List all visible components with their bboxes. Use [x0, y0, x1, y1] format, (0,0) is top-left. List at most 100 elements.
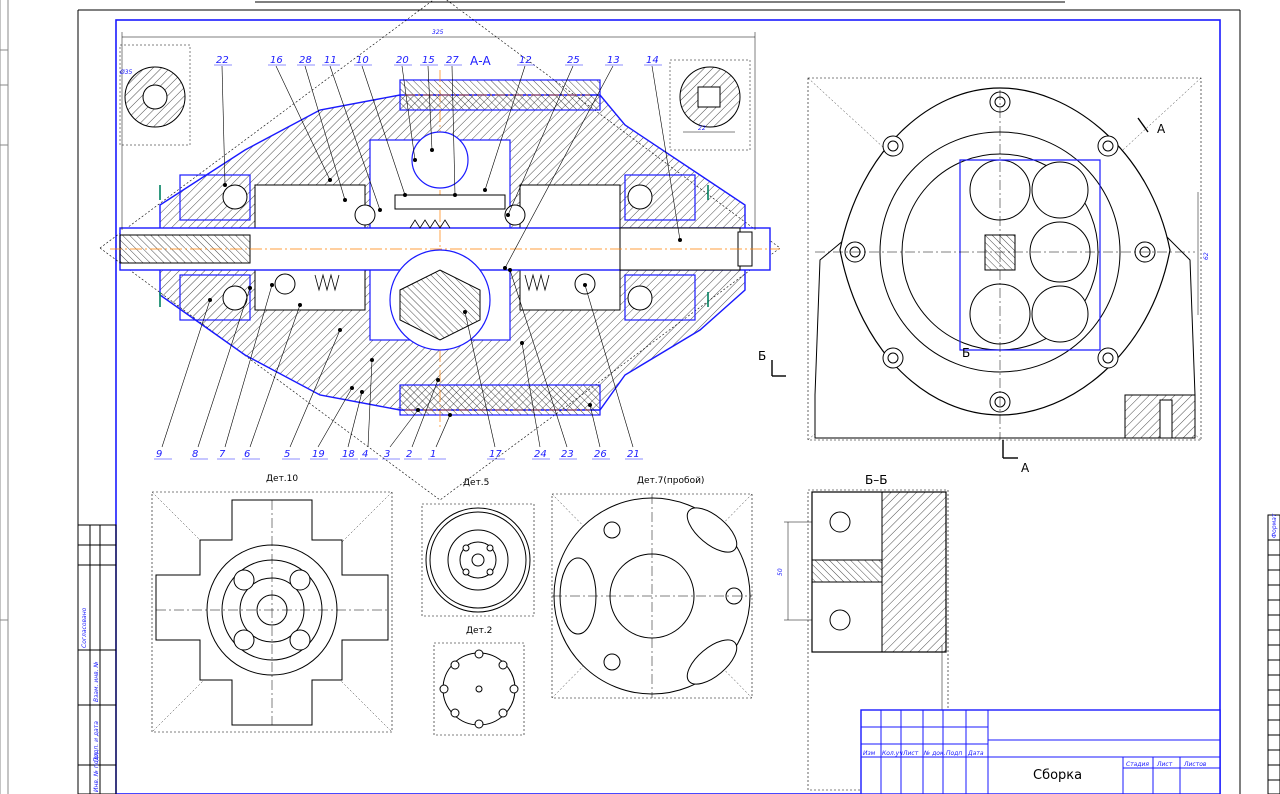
part-number-label: 24 — [534, 449, 547, 460]
leader-line — [289, 329, 341, 448]
leader-line — [161, 299, 211, 448]
part-number-label: 14 — [646, 55, 659, 66]
leader-dot — [370, 358, 374, 362]
leader-dot — [678, 238, 682, 242]
leader-dot — [270, 283, 274, 287]
part-number-label: 13 — [607, 55, 620, 66]
leader-line — [224, 284, 273, 448]
hole-diameter-dim: Ø35 — [119, 69, 133, 76]
det10-title: Дет.10 — [266, 474, 298, 484]
leader-dot — [416, 408, 420, 412]
tb-col-sign: Подп — [946, 750, 962, 757]
leader-dot — [508, 268, 512, 272]
part-number-label: 2 — [406, 449, 412, 460]
part-number-label: 18 — [342, 449, 355, 460]
sheet-frame — [0, 0, 1241, 794]
leader-line — [584, 284, 634, 448]
tb-sheet-header: Лист — [1156, 761, 1173, 768]
part-number-label: 1 — [430, 449, 436, 460]
strip-replaced-inv: Взам. инв. № — [93, 661, 100, 702]
detail-2-view: Дет.2 — [433, 626, 525, 736]
leader-dot — [248, 286, 252, 290]
leader-line — [411, 379, 439, 448]
det5-title: Дет.5 — [463, 478, 489, 488]
leader-line — [521, 342, 541, 448]
part-number-label: 16 — [270, 55, 283, 66]
leader-line — [484, 65, 526, 191]
key-width-dim: 22 — [698, 125, 706, 132]
section-aa-view: 325 А-А Ø35 22 — [99, 0, 781, 501]
part-number-label: 11 — [324, 55, 337, 66]
leader-dot — [378, 208, 382, 212]
end-view: 62 А А Б Б — [758, 77, 1210, 475]
tb-col-date: Дата — [967, 750, 984, 757]
strip-inv-no: Инв. № подл. — [93, 751, 100, 792]
leader-line — [427, 65, 433, 151]
leader-line — [317, 387, 353, 448]
leader-line — [329, 65, 381, 211]
leader-dot — [430, 148, 434, 152]
leader-dot — [298, 303, 302, 307]
detail-5-view: Дет.5 — [421, 478, 535, 617]
part-number-label: 19 — [312, 449, 325, 460]
left-stamp-strip: Согласовано Взам. инв. № Подп. и дата Ин… — [77, 524, 117, 794]
leader-line — [504, 65, 614, 269]
part-number-label: 10 — [356, 55, 369, 66]
leader-dot — [453, 193, 457, 197]
leader-dot — [208, 298, 212, 302]
det2-title: Дет.2 — [466, 626, 492, 636]
section-aa-title: А-А — [470, 54, 492, 68]
part-number-label: 22 — [216, 55, 229, 66]
tb-col-list: Лист — [902, 750, 919, 757]
leader-line — [435, 414, 451, 448]
detail-10-view: Дет.10 — [151, 474, 393, 733]
cut-b-mid-label: Б — [962, 346, 970, 360]
leader-line — [651, 65, 681, 241]
bb-height-dim: 50 — [777, 568, 784, 576]
part-number-label: 6 — [244, 449, 250, 460]
part-number-label: 20 — [396, 55, 409, 66]
leader-dot — [343, 198, 347, 202]
leader-dot — [350, 386, 354, 390]
leader-dot — [448, 413, 452, 417]
leader-line — [221, 65, 226, 186]
leader-line — [589, 404, 601, 448]
part-number-label: 4 — [362, 449, 368, 460]
leader-dot — [403, 193, 407, 197]
leader-line — [361, 65, 406, 196]
part-number-label: 5 — [284, 449, 290, 460]
strip-sign-date: Подп. и дата — [93, 721, 100, 762]
cut-b-left-label: Б — [758, 349, 766, 363]
end-view-dim: 62 — [1203, 252, 1210, 260]
leader-line — [367, 359, 373, 448]
leader-dot — [436, 378, 440, 382]
leader-line — [249, 304, 301, 448]
part-number-label: 27 — [446, 55, 459, 66]
leader-line — [347, 391, 363, 448]
part-number-label: 17 — [489, 449, 502, 460]
part-number-label: 15 — [422, 55, 435, 66]
leader-line — [464, 311, 496, 448]
cut-a-bottom-label: А — [1021, 461, 1030, 475]
cut-a-top-label: А — [1157, 122, 1166, 136]
part-number-label: 8 — [192, 449, 198, 460]
leader-line — [197, 287, 251, 448]
right-stamp-strip: Формат — [1267, 513, 1280, 794]
tb-title: Сборка — [1033, 768, 1082, 783]
tb-sheets-header: Листов — [1183, 761, 1207, 768]
leader-line — [304, 65, 346, 201]
title-block: Изм Кол.уч Лист № док. Подп Дата Стадия … — [860, 709, 1221, 794]
leader-dot — [223, 183, 227, 187]
leader-dot — [503, 266, 507, 270]
cut-markers — [159, 185, 709, 307]
leader-dot — [463, 310, 467, 314]
leader-dot — [328, 178, 332, 182]
part-number-label: 26 — [594, 449, 607, 460]
part-number-label: 28 — [299, 55, 312, 66]
leader-dot — [506, 213, 510, 217]
part-number-label: 9 — [156, 449, 162, 460]
tb-stage-header: Стадия — [1126, 761, 1149, 768]
section-bb-view: Б–Б 50 — [777, 473, 949, 791]
